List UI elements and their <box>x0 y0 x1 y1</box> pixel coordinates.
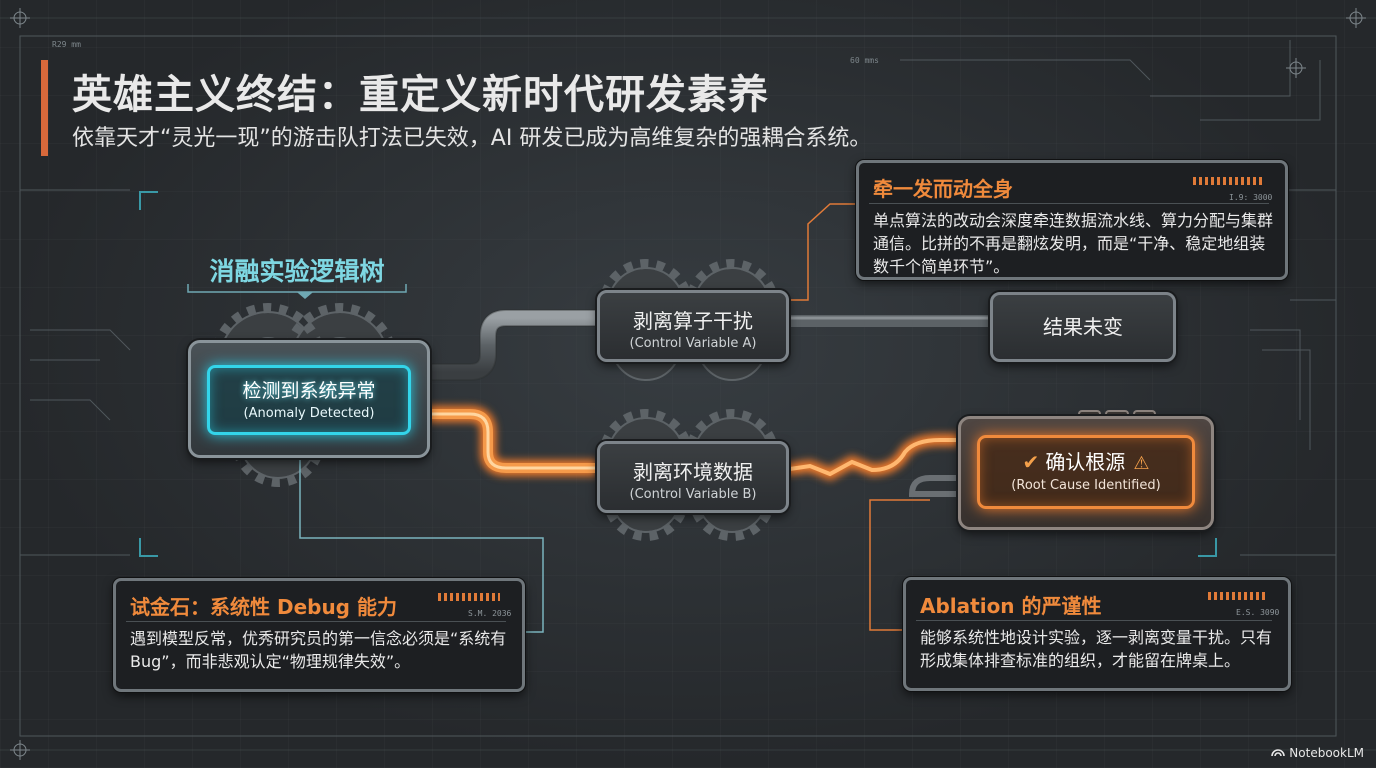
brand-watermark: NotebookLM <box>1271 746 1364 760</box>
node-control-variable-a: 剥离算子干扰 (Control Variable A) <box>597 290 789 362</box>
pipe-orange <box>424 406 960 497</box>
divider <box>126 621 506 622</box>
page-subtitle: 依靠天才“灵光一现”的游击队打法已失效，AI 研发已成为高维复杂的强耦合系统。 <box>72 126 872 151</box>
node-sublabel: (Control Variable A) <box>629 336 757 351</box>
node-root-cause-identified: ✔确认根源 ⚠ (Root Cause Identified) <box>958 416 1214 530</box>
node-label: 检测到系统异常 <box>242 380 376 402</box>
node-label-row: ✔确认根源 ⚠ <box>980 446 1192 475</box>
card-tag: I.9: 3000 <box>1229 193 1273 202</box>
card-title: Ablation 的严谨性 <box>920 594 1102 618</box>
card-tag: E.S. 3090 <box>1236 608 1280 617</box>
title-accent-bar <box>41 60 48 156</box>
card-tag: S.M. 2036 <box>468 609 512 618</box>
pipe-grey <box>424 309 990 381</box>
card-title: 牵一发而动全身 <box>873 177 1013 201</box>
stripe-decoration <box>1193 177 1263 185</box>
card-ablation: Ablation 的严谨性 E.S. 3090 能够系统性地设计实验，逐一剥离变… <box>903 577 1291 691</box>
node-sublabel: (Root Cause Identified) <box>1011 478 1161 493</box>
stripe-decoration <box>1208 592 1268 600</box>
notebooklm-logo-icon <box>1271 749 1286 757</box>
check-icon: ✔ <box>1022 450 1040 474</box>
node-label: 剥离算子干扰 <box>633 309 753 333</box>
card-coupling: 牵一发而动全身 I.9: 3000 单点算法的改动会深度牵连数据流水线、算力分配… <box>856 160 1288 280</box>
frame-label-top-mid: 60 mms <box>850 56 879 65</box>
warning-icon: ⚠ <box>1133 453 1150 474</box>
brand-name: NotebookLM <box>1289 746 1364 760</box>
node-control-variable-b: 剥离环境数据 (Control Variable B) <box>597 441 789 513</box>
stripe-decoration <box>438 593 500 601</box>
divider <box>869 203 1269 204</box>
frame-lines <box>0 17 1376 751</box>
card-debug: 试金石：系统性 Debug 能力 S.M. 2036 遇到模型反常，优秀研究员的… <box>113 578 525 692</box>
card-body: 单点算法的改动会深度牵连数据流水线、算力分配与集群通信。比拼的不再是翻炫发明，而… <box>873 211 1274 276</box>
node-result-unchanged: 结果未变 <box>990 292 1176 362</box>
divider <box>916 620 1272 621</box>
node-label: 剥离环境数据 <box>633 460 753 484</box>
node-sublabel: (Control Variable B) <box>629 487 757 502</box>
node-sublabel: (Anomaly Detected) <box>243 406 375 421</box>
section-title: 消融实验逻辑树 <box>209 257 385 286</box>
card-title: 试金石：系统性 Debug 能力 <box>130 595 397 619</box>
node-label: 确认根源 <box>1045 450 1126 474</box>
card-body: 能够系统性地设计实验，逐一剥离变量干扰。只有形成集体排查标准的组织，才能留在牌桌… <box>920 628 1273 670</box>
frame-label-top-left: R29 mm <box>52 40 81 49</box>
card-body: 遇到模型反常，优秀研究员的第一信念必须是“系统有 Bug”，而非悲观认定“物理规… <box>130 629 507 671</box>
page-title: 英雄主义终结：重定义新时代研发素养 <box>72 72 769 118</box>
node-label: 结果未变 <box>1043 315 1123 339</box>
node-anomaly-detected: 检测到系统异常 (Anomaly Detected) <box>188 340 430 458</box>
